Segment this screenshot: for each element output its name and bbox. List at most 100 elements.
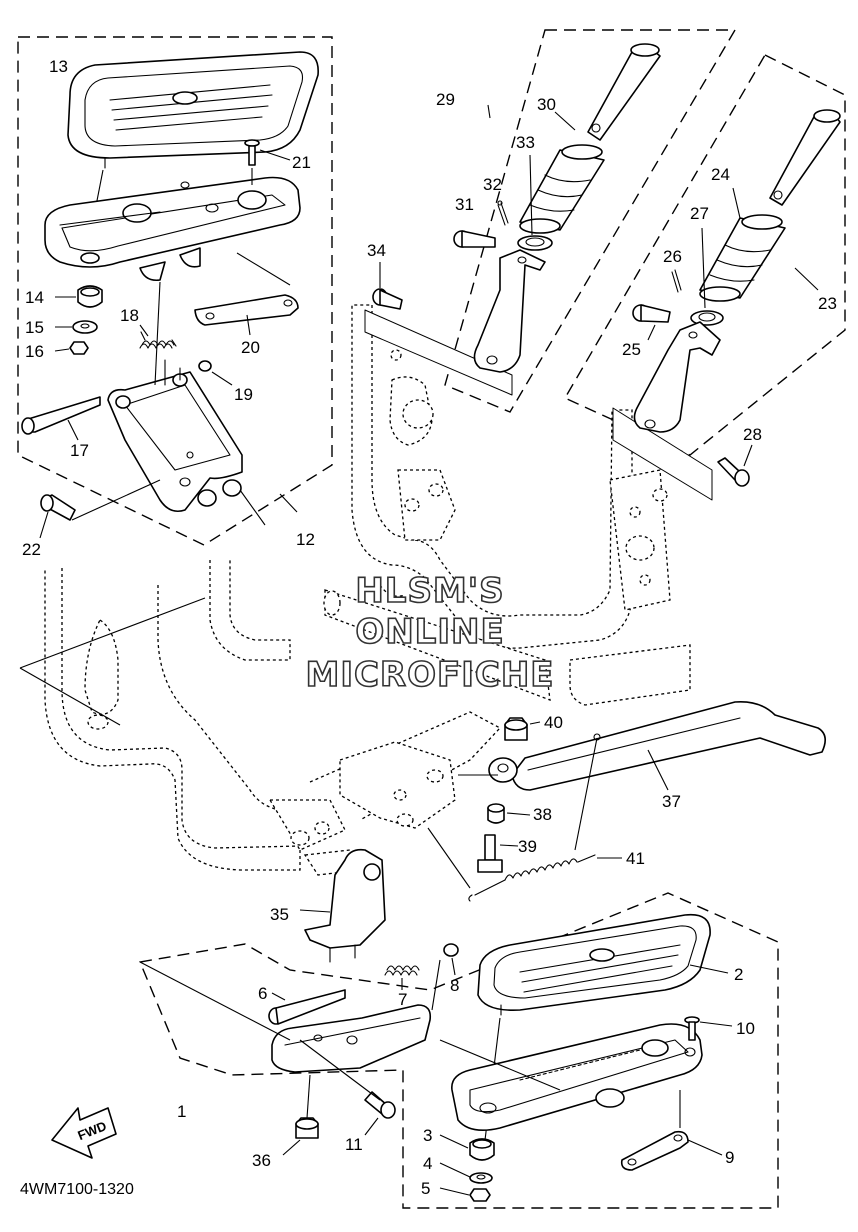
- part-31-pin: [453, 230, 496, 248]
- part-5-nut: [469, 1188, 491, 1202]
- watermark-line-3: MICROFICHE: [305, 655, 554, 695]
- callout-27: 27: [690, 204, 709, 223]
- part-32-cotter-pin: [497, 200, 509, 226]
- callout-38: 38: [533, 805, 552, 824]
- mount-plate-left: [364, 309, 513, 396]
- part-33-washer: [517, 235, 553, 251]
- part-12-footboard-base: [44, 176, 301, 282]
- callout-35: 35: [270, 905, 289, 924]
- callout-34: 34: [367, 241, 386, 260]
- group-box-23: [564, 54, 846, 456]
- callout-11: 11: [345, 1135, 363, 1154]
- part-13-footboard-mat: [67, 51, 319, 159]
- callout-21: 21: [292, 153, 311, 172]
- callout-19: 19: [234, 385, 253, 404]
- part-39-bolt: [477, 834, 503, 873]
- part-1-footboard-base: [451, 1023, 703, 1131]
- callout-15: 15: [25, 318, 44, 337]
- part-8-clip: [443, 943, 459, 957]
- group-box-29: [444, 29, 737, 413]
- part-30-peg-shaft: [587, 43, 661, 141]
- part-19-clip: [198, 360, 212, 372]
- callout-12: 12: [296, 530, 315, 549]
- group-box-1: [139, 892, 779, 1209]
- callout-29: 29: [436, 90, 455, 109]
- callout-40: 40: [544, 713, 563, 732]
- part-16-nut: [69, 341, 89, 355]
- part-37-pivot: [488, 757, 518, 783]
- part-11-bolt: [364, 1091, 396, 1119]
- callout-20: 20: [241, 338, 260, 357]
- callout-28: 28: [743, 425, 762, 444]
- part-15-washer: [72, 320, 98, 334]
- fwd-arrow-icon: FWD: [51, 1107, 117, 1159]
- part-23-bracket: [633, 321, 721, 433]
- callout-13: 13: [49, 57, 68, 76]
- part-18-spring: [139, 331, 177, 349]
- callout-6: 6: [258, 984, 267, 1003]
- part-27-washer: [690, 310, 724, 326]
- callout-41: 41: [626, 849, 645, 868]
- part-29-bracket: [473, 249, 546, 373]
- callout-37: 37: [662, 792, 681, 811]
- part-37-sidestand: [511, 700, 826, 791]
- part-10-screw: [684, 1016, 700, 1041]
- part-21-screw: [244, 139, 260, 185]
- part-14-damper: [77, 285, 103, 308]
- callout-22: 22: [22, 540, 41, 559]
- callout-26: 26: [663, 247, 682, 266]
- frame-lower: [44, 560, 502, 876]
- mount-plate-right: [612, 407, 713, 501]
- callout-2: 2: [734, 965, 743, 984]
- group-box-12: [17, 36, 333, 546]
- part-20-cover: [194, 294, 299, 326]
- part-38-collar: [487, 803, 505, 824]
- watermark-line-2: ONLINE: [355, 612, 504, 652]
- callout-9: 9: [725, 1148, 734, 1167]
- part-24-peg-shaft: [769, 109, 841, 206]
- part-35-bracket: [304, 848, 386, 963]
- callout-14: 14: [25, 288, 44, 307]
- callout-17: 17: [70, 441, 89, 460]
- callout-1: 1: [177, 1102, 186, 1121]
- part-25-pin: [632, 304, 671, 323]
- watermark-line-1: HLSM'S: [355, 571, 504, 611]
- part-33-grip: [519, 144, 605, 234]
- callout-32: 32: [483, 175, 502, 194]
- watermark: HLSM'S ONLINE MICROFICHE: [305, 570, 555, 696]
- part-3-damper: [469, 1138, 495, 1161]
- callout-3: 3: [423, 1126, 432, 1145]
- part-9-cover: [620, 1130, 689, 1171]
- callout-4: 4: [423, 1154, 432, 1173]
- callout-10: 10: [736, 1019, 755, 1038]
- callout-30: 30: [537, 95, 556, 114]
- frame-right: [323, 304, 691, 706]
- callout-18: 18: [120, 306, 139, 325]
- callout-39: 39: [518, 837, 537, 856]
- part-28-bolt: [717, 457, 750, 487]
- part-22-bolt: [40, 494, 76, 521]
- part-2-footboard-mat: [477, 913, 711, 1012]
- part-12-bracket: [107, 359, 243, 513]
- callout-25: 25: [622, 340, 641, 359]
- part-34-bolt: [372, 288, 403, 310]
- part-40-nut: [504, 717, 528, 741]
- part-41-spring: [468, 854, 596, 902]
- callout-7: 7: [398, 990, 407, 1009]
- callout-36: 36: [252, 1151, 271, 1170]
- callout-5: 5: [421, 1179, 430, 1198]
- callout-24: 24: [711, 165, 730, 184]
- part-36-nut: [295, 1117, 319, 1139]
- callout-labels: 1 2 3 4 5 6 7 8 9 10 11 12 13 14 15 16 1…: [22, 57, 837, 1198]
- callout-16: 16: [25, 342, 44, 361]
- part-17-bolt: [21, 396, 101, 435]
- diagram-code: 4WM7100-1320: [20, 1181, 134, 1198]
- part-24-grip: [699, 214, 786, 302]
- callout-23: 23: [818, 294, 837, 313]
- part-7-spring: [384, 965, 420, 976]
- part-4-washer: [469, 1172, 493, 1184]
- callout-31: 31: [455, 195, 474, 214]
- part-26-cotter-pin: [671, 269, 682, 293]
- callout-8: 8: [450, 976, 459, 995]
